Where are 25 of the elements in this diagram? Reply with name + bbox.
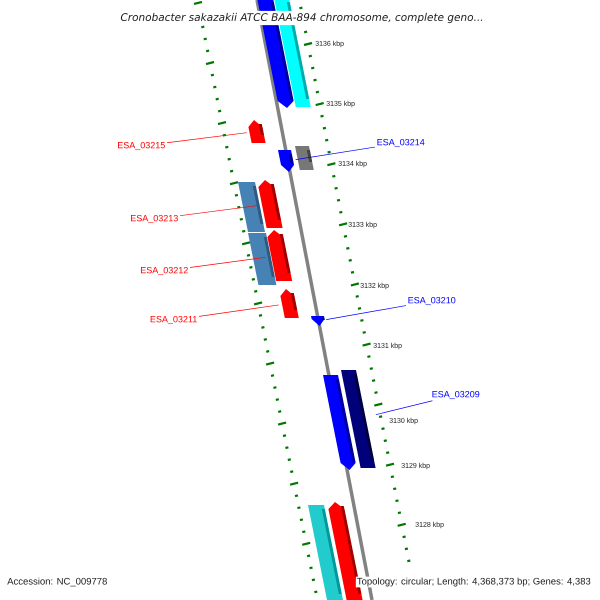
leader-line xyxy=(180,205,258,216)
leader-line xyxy=(166,132,248,144)
gene-label: ESA_03212 xyxy=(141,266,188,276)
title: Cronobacter sakazakii ATCC BAA-894 chromosome, complete geno... xyxy=(118,10,486,26)
gene-label: ESA_03215 xyxy=(118,142,165,150)
leader-line xyxy=(375,400,433,416)
gene-block xyxy=(248,120,266,143)
leader-line xyxy=(295,146,376,160)
gene-block xyxy=(280,289,299,318)
leader-line xyxy=(190,256,266,268)
gene-label: ESA_03210 xyxy=(408,296,456,306)
footer-text: Accession: NC_009778 xyxy=(6,576,108,588)
gene-label: ESA_03209 xyxy=(432,390,480,400)
gene-block xyxy=(341,370,376,468)
leader-line xyxy=(198,304,280,317)
gene-block xyxy=(278,150,294,172)
gene-block xyxy=(295,146,314,170)
gene-label: ESA_03214 xyxy=(377,138,424,148)
gene-block xyxy=(258,180,283,228)
gene-block xyxy=(311,316,325,326)
leader-line xyxy=(326,305,406,320)
gene-block xyxy=(267,230,292,281)
footer-text: Topology: circular; Length: 4,368,373 bp; Genes: 4,383 xyxy=(356,576,592,588)
gene-label: ESA_03213 xyxy=(131,214,178,224)
gene-label: ESA_03211 xyxy=(150,316,197,324)
